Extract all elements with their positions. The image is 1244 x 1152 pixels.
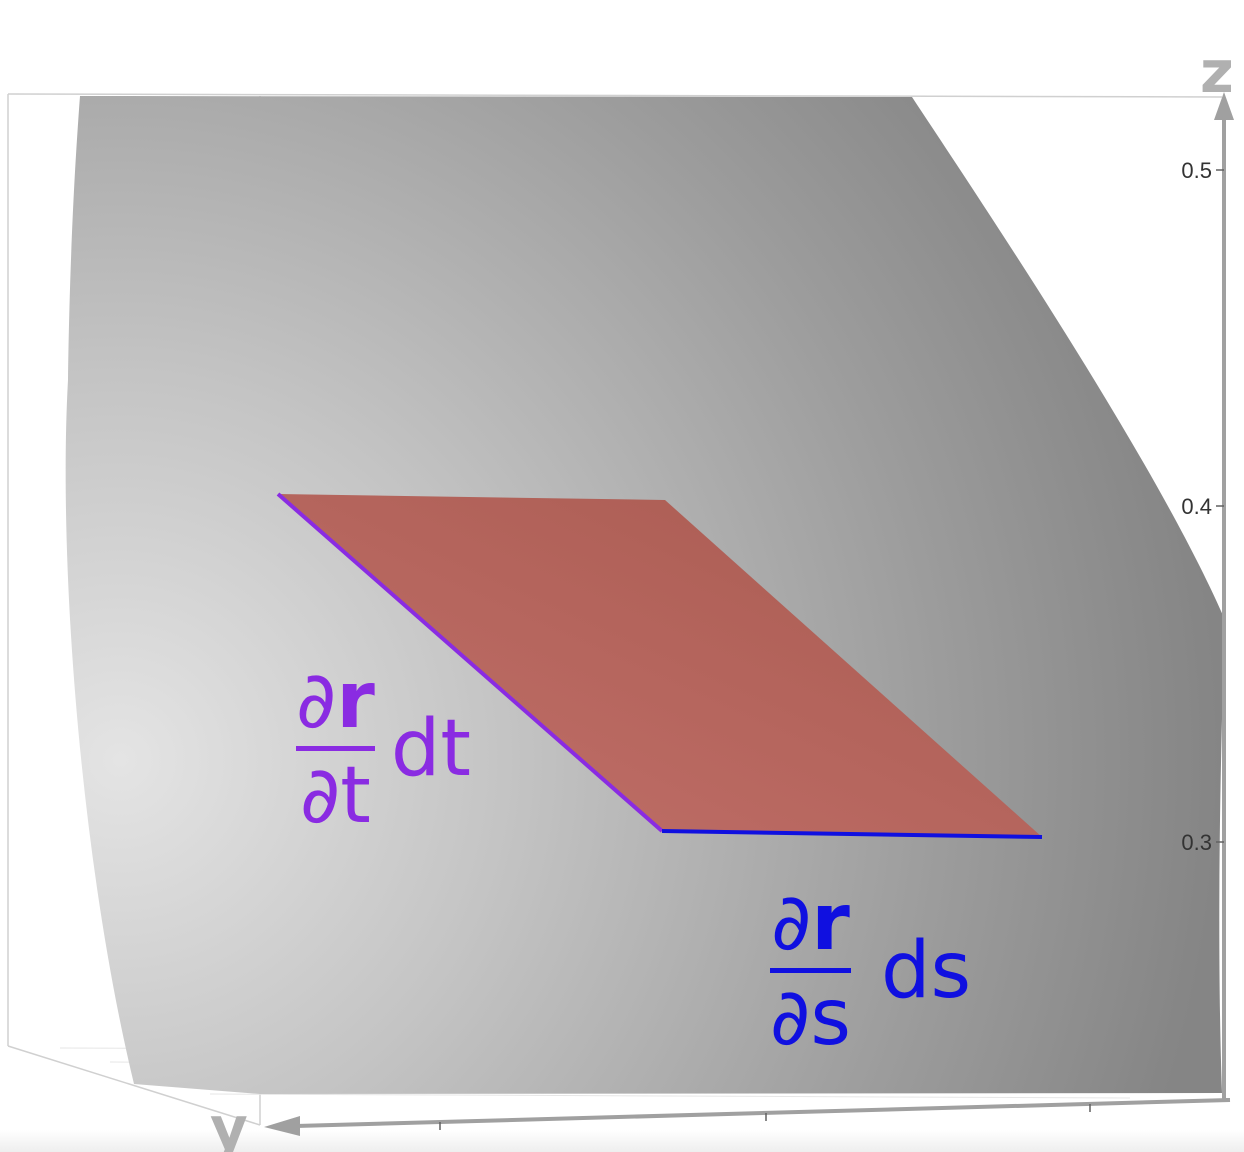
- vector-r: r: [811, 878, 850, 968]
- fraction-bar: [770, 968, 851, 973]
- fraction-bar: [296, 746, 375, 751]
- z-axis-arrow-icon: [1214, 92, 1234, 120]
- y-axis-label: y: [210, 1094, 248, 1152]
- partial-r-partial-s-label: ∂r ∂s ds: [770, 884, 971, 1057]
- t-edge-vector: [276, 492, 664, 833]
- tangent-patch: [278, 494, 1042, 837]
- s-edge-vector: [661, 829, 1043, 839]
- z-tick-label: 0.4: [1181, 494, 1212, 519]
- t-numerator: ∂r: [296, 656, 375, 746]
- y-axis: y: [210, 1094, 1231, 1152]
- vector-r: r: [336, 656, 375, 746]
- s-denominator: ∂s: [770, 973, 851, 1063]
- z-axis: 0.5 0.4 0.3 z: [1181, 38, 1234, 1100]
- s-numerator: ∂r: [771, 878, 850, 968]
- z-axis-label: z: [1200, 38, 1234, 106]
- t-differential: dt: [390, 703, 471, 794]
- floor-band: [0, 1130, 1244, 1152]
- s-differential: ds: [880, 925, 972, 1016]
- z-tick-label: 0.3: [1181, 830, 1212, 855]
- t-denominator: ∂t: [299, 751, 371, 841]
- y-axis-arrow-icon: [264, 1116, 300, 1136]
- partial-r-partial-t-label: ∂r ∂t dt: [296, 662, 471, 835]
- z-tick-label: 0.5: [1181, 158, 1212, 183]
